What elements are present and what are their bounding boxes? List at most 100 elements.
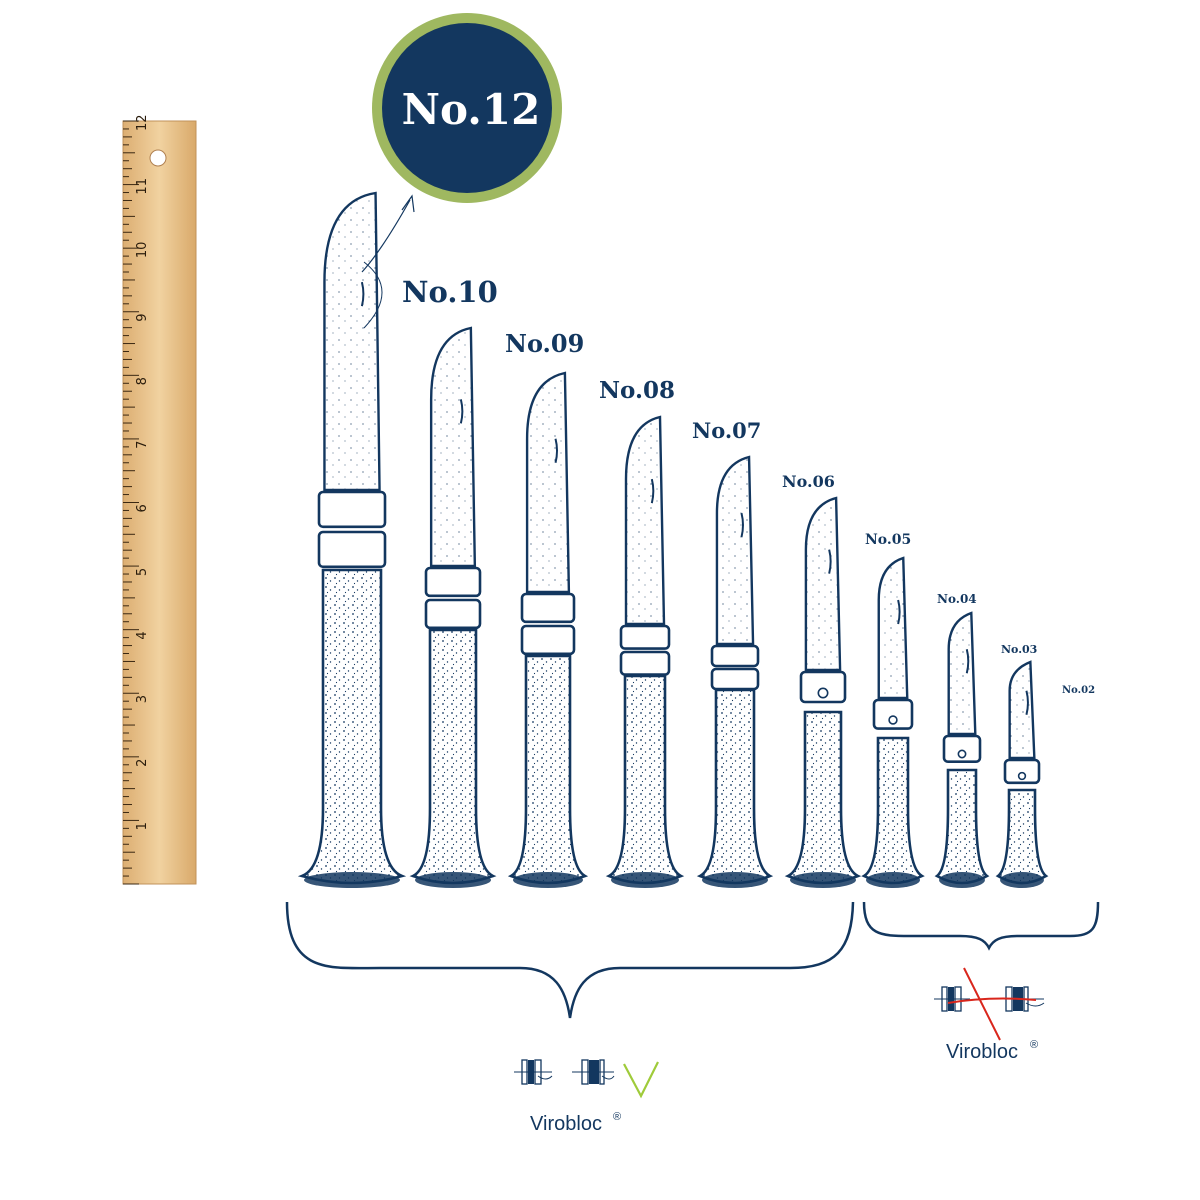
knife-blade <box>947 611 977 736</box>
handle-base <box>939 872 985 888</box>
nail-nick <box>360 281 365 307</box>
ruler-number: 12 <box>135 114 150 131</box>
nail-nick <box>740 512 744 538</box>
virobloc-ring-locked-icon <box>572 1059 615 1085</box>
knife-blade <box>1008 660 1036 760</box>
virobloc-caption-right: Virobloc <box>946 1041 1018 1063</box>
right-brace <box>862 901 1100 951</box>
knife-no07: No.07 <box>605 415 761 888</box>
ferrule-ring <box>710 644 760 668</box>
knife-no04: No.04 <box>861 556 977 888</box>
virobloc-with-lock: Virobloc ® <box>514 1059 659 1135</box>
knife-lineup: No.10No.09No.08No.07No.06No.05No.04No.03… <box>297 191 1095 888</box>
knife-no06: No.06 <box>696 455 835 888</box>
knife-label: No.07 <box>692 418 761 443</box>
ruler-number: 6 <box>135 504 150 512</box>
no12-badge: No.12 <box>361 13 562 329</box>
knife-blade <box>877 556 909 700</box>
knife-handle <box>784 710 862 885</box>
virobloc-caption-left: Virobloc <box>530 1113 602 1135</box>
virobloc-ring-open-icon <box>514 1059 553 1085</box>
knife-blade <box>525 371 571 594</box>
ferrule-ring <box>317 490 387 529</box>
badge-label: No.12 <box>402 85 541 134</box>
badge-arrowhead <box>401 194 415 213</box>
ferrule-ring <box>520 624 576 656</box>
handle-base <box>702 872 768 888</box>
left-brace <box>285 901 855 1019</box>
pivot-rivet <box>888 715 898 725</box>
checkmark-icon <box>623 1061 659 1099</box>
badge-disc <box>382 23 552 193</box>
ruler-number: 11 <box>135 178 150 195</box>
knife-no09: No.09 <box>409 326 584 888</box>
ferrule-ring <box>872 698 914 730</box>
pivot-rivet <box>1017 771 1027 781</box>
ferrule-ring <box>619 624 671 650</box>
ferrule-ring <box>317 530 387 569</box>
ruler-number: 3 <box>135 695 150 703</box>
knife-label: No.09 <box>505 329 584 358</box>
knife-label: No.04 <box>937 592 977 606</box>
ruler-number: 1 <box>135 822 150 830</box>
knife-handle <box>861 736 925 885</box>
handle-base <box>513 872 583 888</box>
nail-nick <box>897 599 901 625</box>
knife-label: No.02 <box>1062 685 1095 696</box>
knife-handle <box>409 628 497 885</box>
handle-base <box>611 872 679 888</box>
knife-blade <box>624 415 666 626</box>
registered-mark-left: ® <box>613 1111 621 1123</box>
ruler-number: 7 <box>135 441 150 449</box>
virobloc-ring-open-icon <box>934 986 970 1012</box>
ruler-number: 2 <box>135 759 150 767</box>
knife-no02: No.02 <box>995 660 1095 888</box>
badge-arc <box>363 261 383 329</box>
cross-out-icon <box>947 967 1037 1041</box>
knife-blade <box>715 455 755 646</box>
ferrule-ring <box>1003 758 1041 785</box>
nail-nick <box>828 549 832 574</box>
virobloc-not-available: Virobloc ® <box>934 967 1045 1063</box>
knife-handle <box>507 654 589 885</box>
knife-handle <box>297 568 407 885</box>
handle-base <box>415 872 491 888</box>
knife-label: No.05 <box>865 532 911 548</box>
ruler-number: 4 <box>135 631 150 639</box>
ruler-number: 10 <box>135 242 150 259</box>
knife-no08: No.08 <box>507 371 675 888</box>
nail-nick <box>650 478 655 504</box>
registered-mark-right: ® <box>1030 1039 1038 1051</box>
ferrule-ring <box>520 592 576 624</box>
knife-no03: No.03 <box>934 611 1037 888</box>
ferrule-ring <box>424 566 482 598</box>
knife-handle <box>696 688 774 885</box>
knife-label: No.10 <box>402 275 498 309</box>
ferrule-ring <box>619 650 671 676</box>
nail-nick <box>554 438 559 463</box>
pivot-rivet <box>957 749 967 759</box>
ruler-number: 9 <box>135 313 150 321</box>
knife-no05: No.05 <box>784 496 911 888</box>
ferrule-ring <box>424 598 482 630</box>
ferrule-ring <box>942 734 982 764</box>
knife-label: No.03 <box>1001 643 1037 656</box>
nail-nick <box>1025 690 1029 716</box>
handle-base <box>304 872 400 888</box>
knife-label: No.08 <box>599 377 675 404</box>
badge-pointer-arrow <box>361 199 411 273</box>
knife-blade <box>804 496 842 672</box>
knife-handle <box>605 674 685 885</box>
ferrule-ring <box>799 670 847 704</box>
handle-base <box>1000 872 1044 888</box>
nail-nick <box>965 649 970 674</box>
handle-base <box>866 872 920 888</box>
knife-blade <box>429 326 477 568</box>
knife-label: No.06 <box>782 472 835 491</box>
knife-handle <box>995 788 1049 885</box>
ferrule-ring <box>710 667 760 691</box>
ruler-number: 8 <box>135 377 150 385</box>
pivot-rivet <box>817 687 829 699</box>
